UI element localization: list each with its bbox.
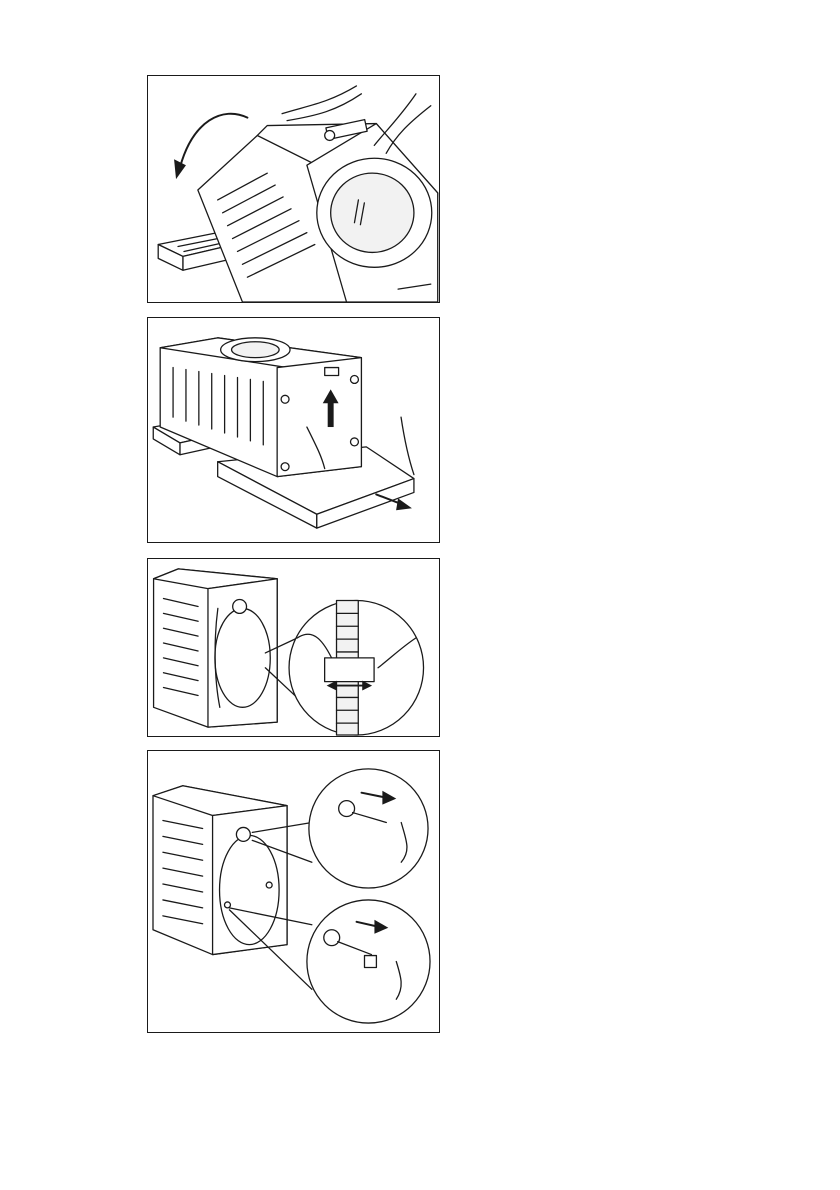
foot — [281, 395, 289, 403]
rear-cover — [215, 608, 270, 707]
hand-right — [374, 94, 416, 146]
foot — [281, 463, 289, 471]
hand-right — [401, 417, 414, 474]
illustration-remove-bolts — [147, 750, 440, 1033]
illustration-remove-base — [147, 317, 440, 543]
remove-bolts-drawing — [148, 751, 439, 1032]
lift-arrow — [328, 401, 334, 427]
transit-bolt-left — [224, 902, 230, 908]
bolt-detail-bottom — [324, 930, 340, 946]
bolt-detail-top — [339, 801, 355, 817]
remove-base-drawing — [148, 318, 439, 542]
hose-clamp — [325, 658, 374, 682]
detail-callout-top — [309, 769, 428, 888]
tilt-machine-drawing — [148, 76, 439, 302]
label-plate — [325, 368, 339, 376]
program-knob — [325, 131, 335, 141]
machine-bottom-face — [277, 358, 361, 477]
illustration-release-hose — [147, 558, 440, 737]
illustration-tilt-machine — [147, 75, 440, 303]
door-glass — [331, 173, 414, 252]
release-hose-drawing — [148, 559, 439, 736]
rear-bolt — [233, 600, 247, 614]
transit-bolt-right — [266, 882, 272, 888]
rotation-arrow-head — [174, 159, 186, 179]
pull-arrow-head — [396, 498, 412, 510]
foot — [350, 438, 358, 446]
hand-left — [282, 86, 356, 114]
spacer — [364, 956, 376, 968]
door-glass — [232, 342, 280, 358]
foot — [350, 375, 358, 383]
transit-bolt-top — [236, 827, 250, 841]
